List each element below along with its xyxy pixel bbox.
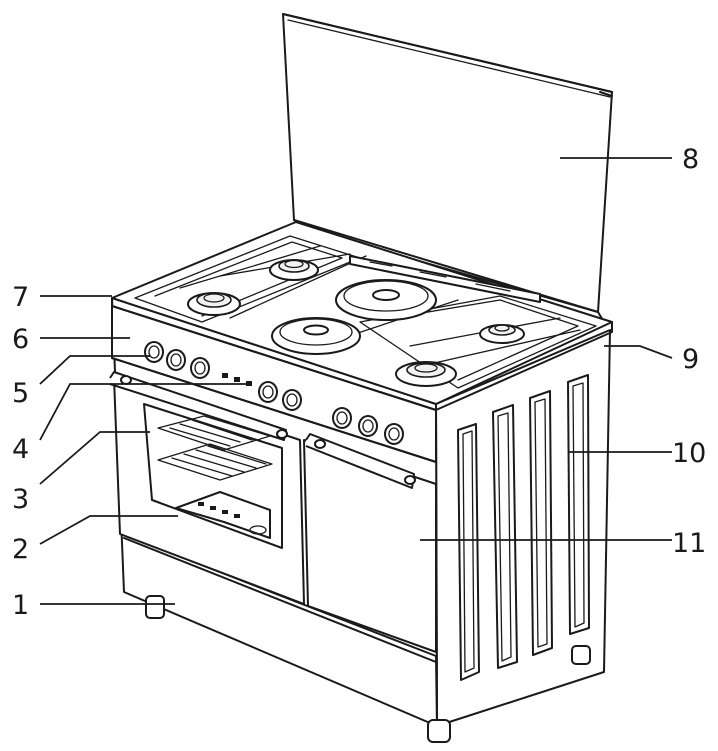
callout-7: 7	[12, 282, 29, 313]
burner-front-left	[187, 292, 241, 316]
rear-vent	[349, 255, 541, 303]
callout-9: 9	[682, 344, 699, 375]
hotplate-large	[335, 279, 437, 321]
callout-1: 1	[12, 590, 29, 621]
knobs-left	[144, 341, 210, 379]
burner-rear-left	[269, 259, 319, 281]
callout-4: 4	[12, 434, 29, 465]
leader-lines	[39, 157, 673, 605]
hotplate-small	[271, 317, 361, 355]
side-panel	[435, 329, 611, 727]
right-door	[303, 433, 437, 653]
feet	[145, 595, 591, 743]
burner-front-right	[395, 361, 457, 387]
callout-2: 2	[12, 534, 29, 565]
left-oven-door	[109, 371, 305, 605]
callout-8: 8	[682, 144, 699, 175]
callout-3: 3	[12, 484, 29, 515]
callout-11: 11	[672, 528, 706, 559]
knobs-right	[332, 407, 404, 445]
knobs-center	[258, 381, 302, 411]
callout-5: 5	[12, 378, 29, 409]
burner-rear-right	[479, 324, 525, 344]
callout-6: 6	[12, 324, 29, 355]
callout-10: 10	[672, 438, 706, 469]
